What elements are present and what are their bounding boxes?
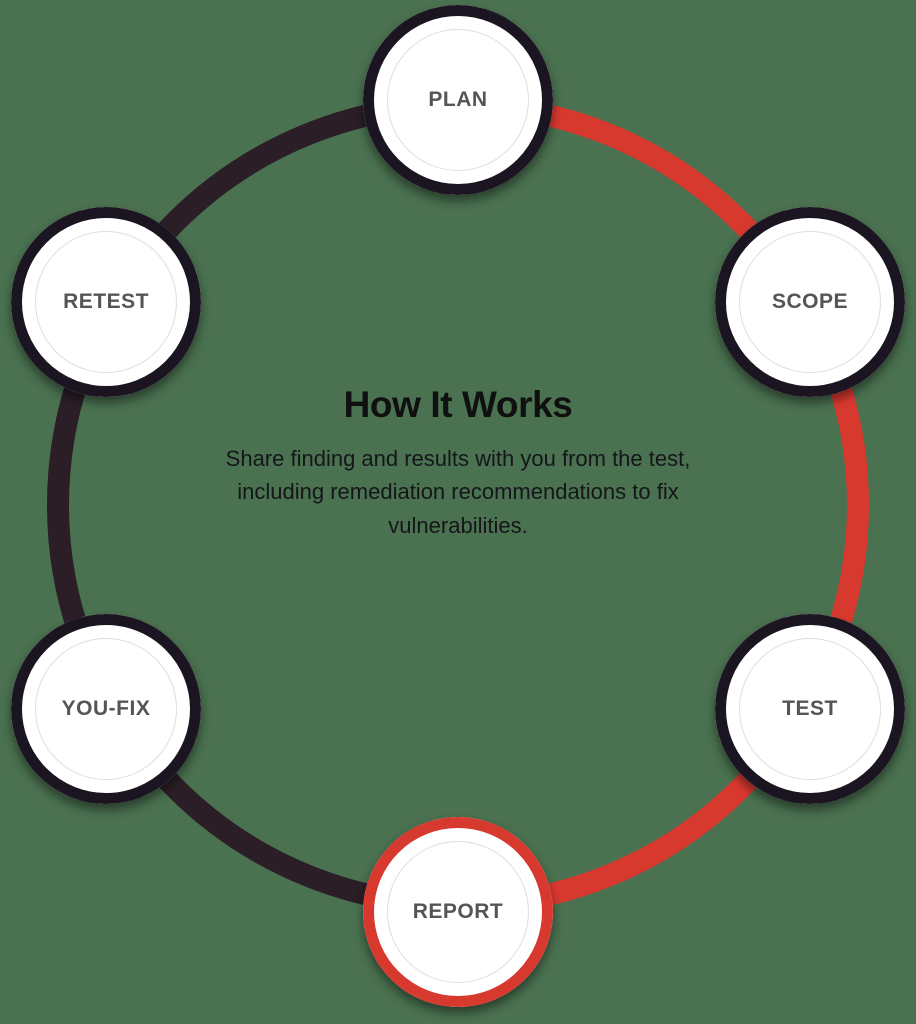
node-retest[interactable]: RETEST bbox=[11, 207, 201, 397]
center-content: How It Works Share finding and results w… bbox=[158, 384, 758, 542]
arc-active-right bbox=[457, 94, 869, 916]
node-inner-circle bbox=[387, 29, 529, 171]
node-report[interactable]: REPORT bbox=[363, 817, 553, 1007]
node-ring-active bbox=[363, 817, 553, 1007]
node-inner-circle bbox=[739, 231, 881, 373]
node-test[interactable]: TEST bbox=[715, 614, 905, 804]
node-inner-circle bbox=[35, 638, 177, 780]
node-ring bbox=[715, 207, 905, 397]
node-scope[interactable]: SCOPE bbox=[715, 207, 905, 397]
node-inner-circle bbox=[387, 841, 529, 983]
node-label-plan: PLAN bbox=[428, 88, 488, 111]
node-you-fix[interactable]: YOU-FIX bbox=[11, 614, 201, 804]
node-ring bbox=[363, 5, 553, 195]
page-title: How It Works bbox=[343, 384, 573, 425]
node-label-scope: SCOPE bbox=[771, 290, 849, 313]
node-label-you-fix: YOU-FIX bbox=[61, 697, 151, 720]
node-inner-circle bbox=[739, 638, 881, 780]
node-inner-circle bbox=[35, 231, 177, 373]
node-ring bbox=[11, 614, 201, 804]
center-description: Share finding and results with you from … bbox=[225, 445, 691, 538]
arc-inactive-left bbox=[47, 94, 459, 916]
node-ring bbox=[11, 207, 201, 397]
node-ring bbox=[715, 614, 905, 804]
node-label-report: REPORT bbox=[412, 900, 504, 923]
node-label-test: TEST bbox=[782, 697, 838, 720]
node-label-retest: RETEST bbox=[63, 290, 149, 313]
node-plan[interactable]: PLAN bbox=[363, 5, 553, 195]
